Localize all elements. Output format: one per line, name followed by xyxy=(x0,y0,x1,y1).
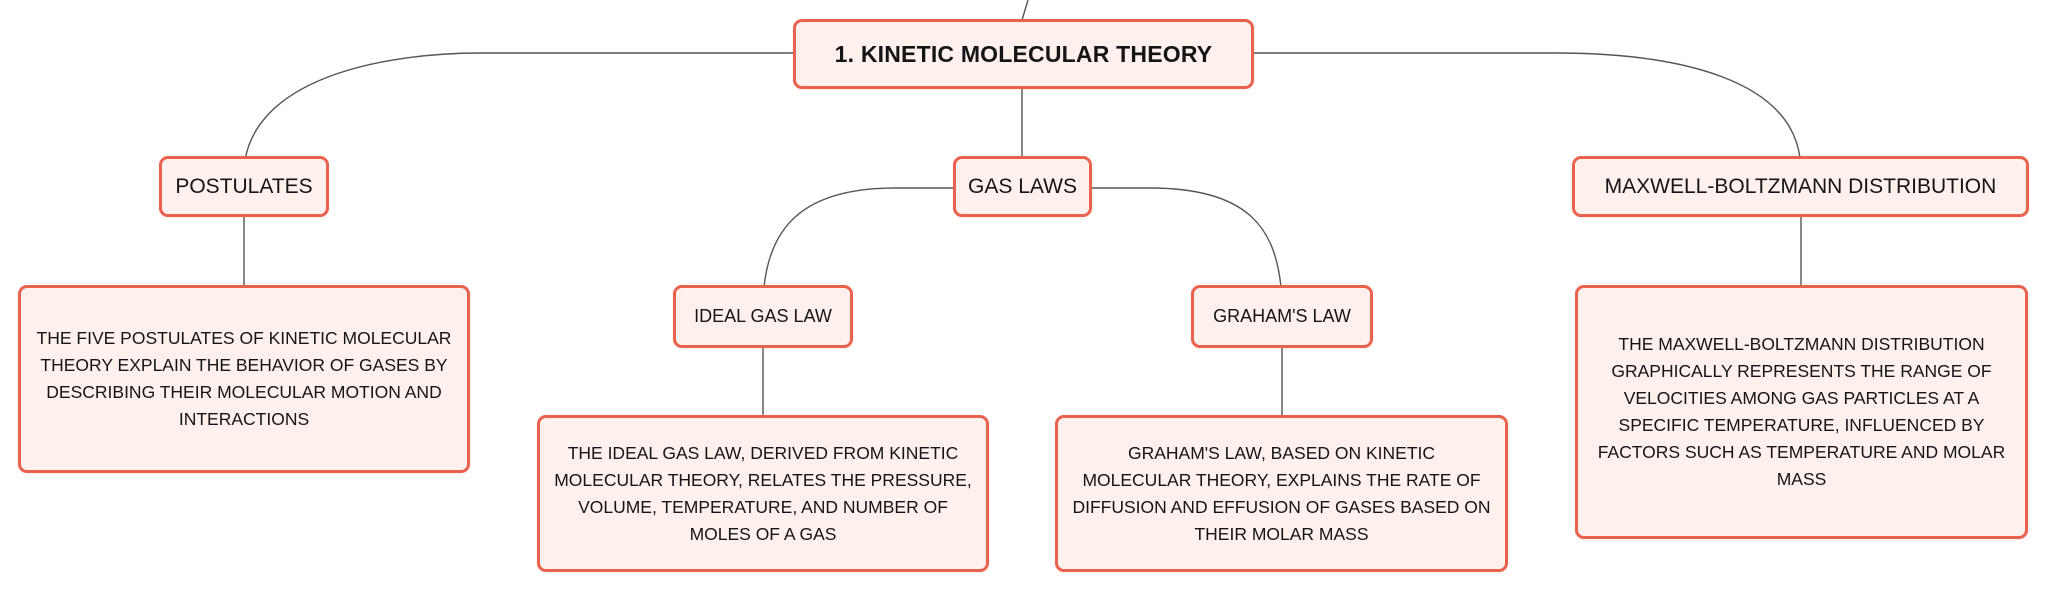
grahams-law-description: GRAHAM'S LAW, BASED ON KINETIC MOLECULAR… xyxy=(1072,442,1491,544)
grahams-law-node[interactable]: GRAHAM'S LAW xyxy=(1191,285,1373,348)
ideal-gas-law-node[interactable]: IDEAL GAS LAW xyxy=(673,285,853,348)
grahams-law-label: GRAHAM'S LAW xyxy=(1213,306,1351,326)
connector-gas-laws-to-graham xyxy=(1090,187,1282,288)
postulates-label: POSTULATES xyxy=(175,174,313,198)
ideal-gas-law-label: IDEAL GAS LAW xyxy=(694,306,832,326)
maxwell-boltzmann-label: MAXWELL-BOLTZMANN DISTRIBUTION xyxy=(1604,174,1997,198)
ideal-gas-law-description: THE IDEAL GAS LAW, DERIVED FROM KINETIC … xyxy=(554,442,972,544)
postulates-node[interactable]: POSTULATES xyxy=(159,156,329,217)
maxwell-boltzmann-description: THE MAXWELL-BOLTZMANN DISTRIBUTION GRAPH… xyxy=(1597,334,2006,489)
maxwell-boltzmann-node[interactable]: MAXWELL-BOLTZMANN DISTRIBUTION xyxy=(1572,156,2029,217)
ideal-gas-law-description-node[interactable]: THE IDEAL GAS LAW, DERIVED FROM KINETIC … xyxy=(537,415,989,572)
connector-gas-laws-to-ideal xyxy=(763,187,954,288)
postulates-description: THE FIVE POSTULATES OF KINETIC MOLECULAR… xyxy=(36,328,452,429)
connector-root-to-postulates xyxy=(244,52,793,161)
gas-laws-label: GAS LAWS xyxy=(968,174,1077,198)
gas-laws-node[interactable]: GAS LAWS xyxy=(953,156,1092,217)
maxwell-boltzmann-description-node[interactable]: THE MAXWELL-BOLTZMANN DISTRIBUTION GRAPH… xyxy=(1575,285,2028,539)
connector-root-to-maxwell xyxy=(1253,52,1801,159)
root-label: 1. KINETIC MOLECULAR THEORY xyxy=(834,40,1213,67)
root-node[interactable]: 1. KINETIC MOLECULAR THEORY xyxy=(793,19,1254,89)
postulates-description-node[interactable]: THE FIVE POSTULATES OF KINETIC MOLECULAR… xyxy=(18,285,470,473)
connector-parent-to-root xyxy=(1021,0,1029,21)
grahams-law-description-node[interactable]: GRAHAM'S LAW, BASED ON KINETIC MOLECULAR… xyxy=(1055,415,1508,572)
